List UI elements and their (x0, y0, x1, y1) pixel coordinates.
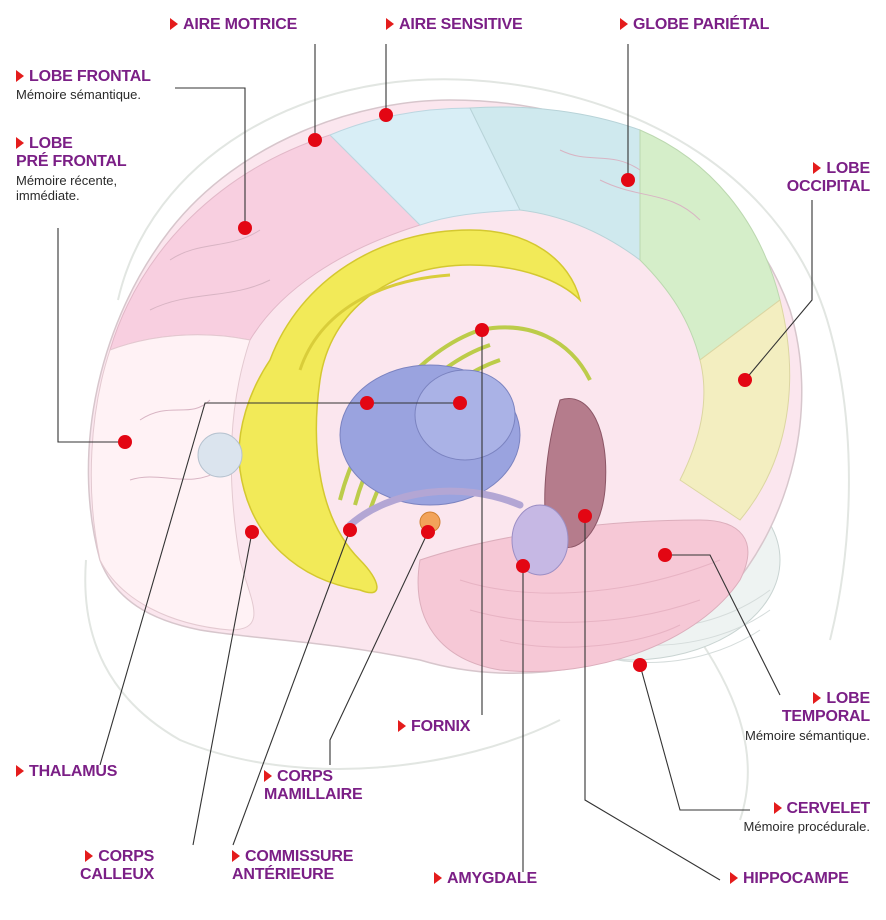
label-fornix: FORNIX (398, 718, 470, 736)
aire-sensitive-title: AIRE SENSITIVE (399, 16, 523, 33)
lobe-temporal-title-1: LOBE (826, 690, 870, 707)
label-aire-sensitive: AIRE SENSITIVE (386, 16, 523, 34)
fornix-title: FORNIX (411, 718, 471, 735)
lobe-frontal-title: LOBE FRONTAL (29, 68, 151, 85)
lobe-temporal-desc: Mémoire sémantique. (745, 727, 870, 743)
amygdale-title: AMYGDALE (447, 870, 537, 887)
optic-sphere (197, 432, 243, 478)
commissure-title-1: COMMISSURE (245, 848, 354, 865)
corps-mamillaire-title-2: MAMILLAIRE (264, 786, 363, 804)
label-commissure: COMMISSURE ANTÉRIEURE (232, 848, 353, 885)
label-globe-parietal: GLOBE PARIÉTAL (620, 16, 769, 34)
hippocampus-shape (544, 398, 607, 549)
lobe-prefrontal-title-1: LOBE (29, 135, 73, 152)
thalamus-shape-2 (414, 369, 516, 461)
label-lobe-prefrontal: LOBE PRÉ FRONTAL Mémoire récente, immédi… (16, 135, 127, 204)
label-thalamus: THALAMUS (16, 763, 117, 781)
leader-lines (57, 44, 813, 881)
label-hippocampe: HIPPOCAMPE (730, 870, 849, 888)
lobe-occipital-title-2: OCCIPITAL (786, 178, 870, 196)
aire-motrice-title: AIRE MOTRICE (183, 16, 298, 33)
gyri-lines (129, 149, 701, 481)
lobe-occipital-title-1: LOBE (826, 160, 870, 177)
arrow-icon (386, 18, 394, 30)
corps-calleux-title-1: CORPS (98, 848, 155, 865)
arrow-icon (16, 70, 24, 82)
occipital-lobe-region (679, 299, 791, 521)
label-corps-calleux: CORPS CALLEUX (80, 848, 154, 885)
corpus-callosum-shape (238, 229, 582, 594)
arrow-icon (170, 18, 178, 30)
hippocampe-title: HIPPOCAMPE (743, 870, 849, 887)
lobe-prefrontal-title-2: PRÉ FRONTAL (16, 153, 127, 171)
lobe-frontal-desc: Mémoire sémantique. (16, 87, 141, 103)
arrow-icon (398, 720, 406, 732)
label-corps-mamillaire: CORPS MAMILLAIRE (264, 768, 363, 805)
arrow-icon (232, 850, 240, 862)
corps-mamillaire-title-1: CORPS (277, 768, 333, 785)
arrow-icon (813, 162, 822, 174)
corps-calleux-title-2: CALLEUX (80, 866, 155, 884)
arrow-icon (730, 872, 738, 884)
arrow-icon (85, 850, 94, 862)
parietal-lobe-region (639, 129, 781, 361)
prefrontal-lobe-region (90, 334, 255, 631)
label-aire-motrice: AIRE MOTRICE (170, 16, 297, 34)
globe-parietal-title: GLOBE PARIÉTAL (633, 16, 770, 33)
arrow-icon (434, 872, 442, 884)
marker-dots (118, 108, 752, 672)
label-cervelet: CERVELET Mémoire procédurale. (743, 800, 871, 835)
lobe-prefrontal-desc-1: Mémoire récente, (16, 172, 118, 188)
arrow-icon (264, 770, 272, 782)
label-lobe-occipital: LOBE OCCIPITAL (787, 160, 870, 197)
arrow-icon (620, 18, 628, 30)
arrow-icon (16, 137, 24, 149)
amygdala-shape (511, 504, 569, 576)
cervelet-title: CERVELET (786, 800, 871, 817)
cervelet-desc: Mémoire procédurale. (743, 819, 870, 835)
label-lobe-frontal: LOBE FRONTAL Mémoire sémantique. (16, 68, 151, 103)
label-amygdale: AMYGDALE (434, 870, 537, 888)
label-lobe-temporal: LOBE TEMPORAL Mémoire sémantique. (745, 690, 870, 744)
lobe-prefrontal-desc-2: immédiate. (16, 187, 80, 203)
arrow-icon (773, 802, 782, 814)
lobe-temporal-title-2: TEMPORAL (781, 708, 870, 726)
anterior-commissure-shape (346, 487, 524, 529)
commissure-title-2: ANTÉRIEURE (232, 866, 335, 884)
arrow-icon (16, 765, 24, 777)
corpus-callosum-inner (298, 273, 451, 371)
thalamus-title: THALAMUS (29, 763, 118, 780)
head-outline (84, 78, 850, 821)
arrow-icon (813, 692, 822, 704)
